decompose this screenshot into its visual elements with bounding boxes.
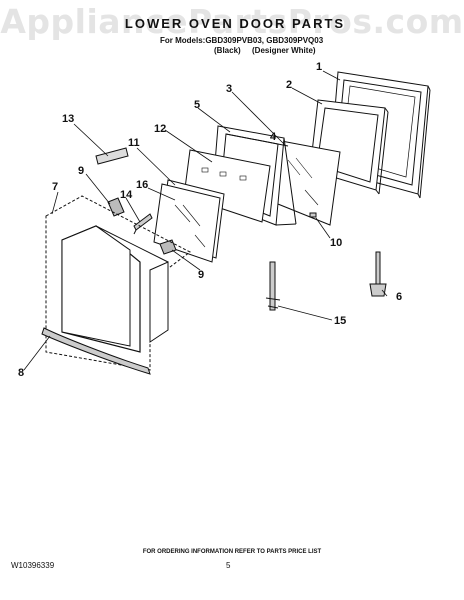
callout-8: 8 xyxy=(18,367,25,379)
watermark-text: AppliancePartsPros.com xyxy=(0,2,464,41)
document-number: W10396339 xyxy=(11,561,55,570)
part-screw xyxy=(309,212,317,218)
part-hinge-clip-lower xyxy=(159,239,177,255)
callout-10: 10 xyxy=(330,237,343,249)
part-door-hinge xyxy=(265,261,281,311)
ordering-note: FOR ORDERING INFORMATION REFER TO PARTS … xyxy=(142,549,322,555)
callout-14: 14 xyxy=(120,189,133,201)
callout-12: 12 xyxy=(154,123,167,135)
variant-white: (Designer White) xyxy=(252,46,316,55)
callout-16: 16 xyxy=(136,179,149,191)
diagram-title: LOWER OVEN DOOR PARTS xyxy=(124,16,346,31)
callout-15: 15 xyxy=(334,315,347,327)
leader-lines xyxy=(23,70,388,371)
part-hinge-receptacle xyxy=(369,251,387,297)
callout-4: 4 xyxy=(270,131,277,143)
part-heat-shield xyxy=(183,149,271,223)
part-door-handle xyxy=(41,327,151,375)
part-glass-pane xyxy=(267,139,341,226)
callout-2: 2 xyxy=(286,79,293,91)
callout-13: 13 xyxy=(62,113,75,125)
callout-7: 7 xyxy=(52,181,59,193)
callout-5: 5 xyxy=(194,99,201,111)
part-hinge-clip-upper xyxy=(107,197,125,217)
models-line: For Models:GBD309PVB03, GBD309PVQ03 xyxy=(160,36,324,45)
variant-black: (Black) xyxy=(214,46,241,55)
callout-9-lower: 9 xyxy=(198,269,205,281)
part-inner-glass-assembly xyxy=(153,179,225,263)
callout-11: 11 xyxy=(128,137,140,149)
callout-1: 1 xyxy=(316,61,323,73)
page-number: 5 xyxy=(226,561,231,570)
part-outer-door-panel xyxy=(45,195,191,371)
callout-3: 3 xyxy=(226,83,233,95)
callout-9-upper: 9 xyxy=(78,165,85,177)
part-spring xyxy=(133,213,153,235)
part-trim-strip xyxy=(95,147,129,165)
callout-6: 6 xyxy=(396,291,403,303)
